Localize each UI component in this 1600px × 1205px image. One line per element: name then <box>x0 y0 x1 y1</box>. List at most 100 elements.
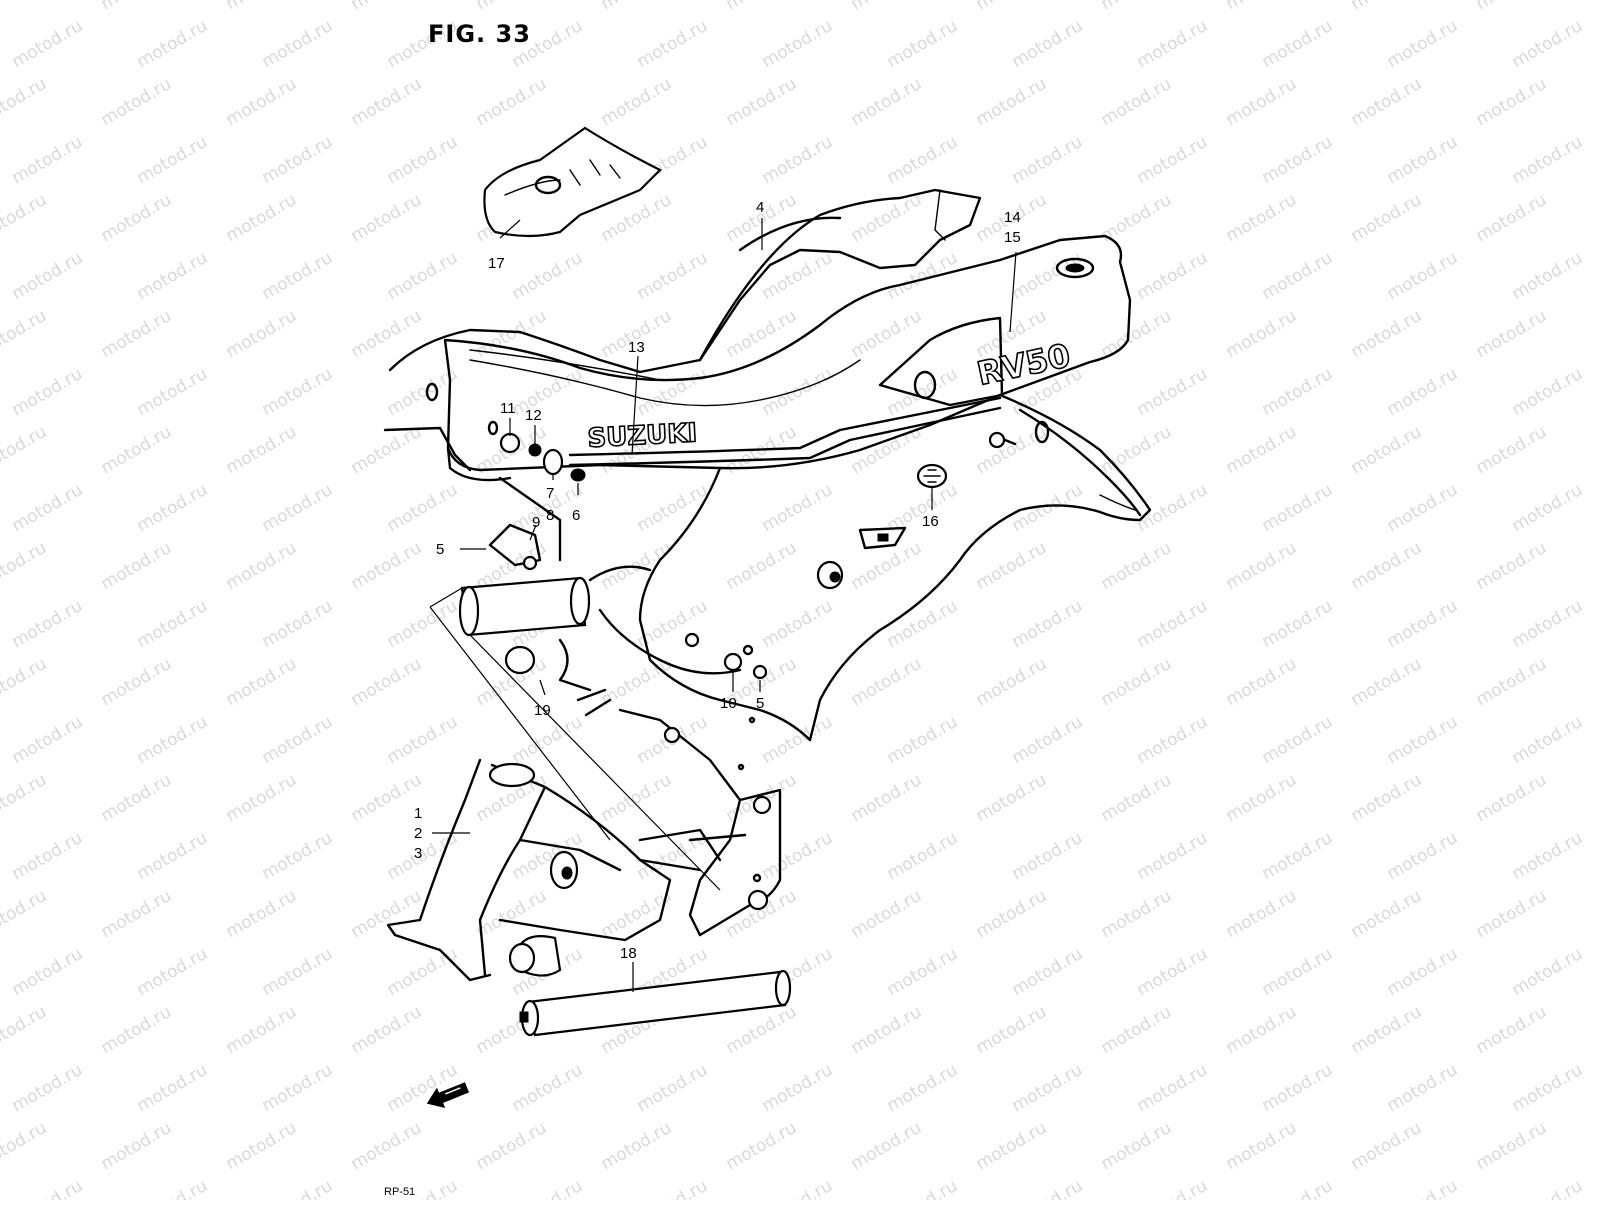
watermark-text: motod.ru <box>1384 828 1462 884</box>
watermark-text: motod.ru <box>1259 1060 1337 1116</box>
watermark-text: motod.ru <box>759 596 837 652</box>
watermark-text: motod.ru <box>1134 944 1212 1000</box>
watermark-text: motod.ru <box>1009 712 1087 768</box>
watermark-text: motod.ru <box>1509 16 1587 72</box>
watermark-text: motod.ru <box>884 1176 962 1200</box>
callout-18: 18 <box>620 945 637 962</box>
watermark-text: motod.ru <box>1009 132 1087 188</box>
watermark-text: motod.ru <box>1384 596 1462 652</box>
watermark-text: motod.ru <box>9 944 87 1000</box>
watermark-text: motod.ru <box>348 0 426 14</box>
watermark-text: motod.ru <box>759 480 837 536</box>
watermark-text: motod.ru <box>1509 944 1587 1000</box>
watermark-text: motod.ru <box>1384 364 1462 420</box>
watermark-text: motod.ru <box>259 1060 337 1116</box>
callout-11: 11 <box>500 400 516 417</box>
watermark-text: motod.ru <box>1098 74 1176 130</box>
watermark-text: motod.ru <box>1134 596 1212 652</box>
watermark-text: motod.ru <box>1384 1060 1462 1116</box>
watermark-text: motod.ru <box>1348 74 1426 130</box>
watermark-text: motod.ru <box>1259 1176 1337 1200</box>
watermark-text: motod.ru <box>1134 480 1212 536</box>
watermark-text: motod.ru <box>848 654 926 710</box>
watermark-text: motod.ru <box>723 306 801 362</box>
watermark-text: motod.ru <box>509 712 587 768</box>
watermark-text: motod.ru <box>848 0 926 14</box>
watermark-text: motod.ru <box>1134 1176 1212 1200</box>
watermark-text: motod.ru <box>223 422 301 478</box>
watermark-text: motod.ru <box>509 1060 587 1116</box>
watermark-text: motod.ru <box>1509 1176 1587 1200</box>
watermark-text: motod.ru <box>473 74 551 130</box>
watermark-text: motod.ru <box>134 1060 212 1116</box>
watermark-text: motod.ru <box>223 190 301 246</box>
watermark-text: motod.ru <box>98 538 176 594</box>
watermark-text: motod.ru <box>384 480 462 536</box>
watermark-text: motod.ru <box>384 596 462 652</box>
watermark-text: motod.ru <box>973 1118 1051 1174</box>
watermark-text: motod.ru <box>1348 1118 1426 1174</box>
watermark-text: motod.ru <box>1009 828 1087 884</box>
callout-19: 19 <box>534 702 551 719</box>
watermark-text: motod.ru <box>1098 306 1176 362</box>
watermark-text: motod.ru <box>1384 132 1462 188</box>
watermark-text: motod.ru <box>1384 712 1462 768</box>
watermark-text: motod.ru <box>1098 422 1176 478</box>
watermark-text: motod.ru <box>1473 538 1551 594</box>
watermark-text: motod.ru <box>98 306 176 362</box>
watermark-text: motod.ru <box>1473 1002 1551 1058</box>
watermark-text: motod.ru <box>1509 364 1587 420</box>
watermark-text: motod.ru <box>723 74 801 130</box>
watermark-text: motod.ru <box>259 944 337 1000</box>
tank-logo: SUZUKI <box>587 418 698 454</box>
watermark-text: motod.ru <box>884 132 962 188</box>
watermark-text: motod.ru <box>848 770 926 826</box>
watermark-text: motod.ru <box>0 538 50 594</box>
watermark-text: motod.ru <box>759 1176 837 1200</box>
watermark-text: motod.ru <box>1259 132 1337 188</box>
watermark-text: motod.ru <box>223 306 301 362</box>
watermark-text: motod.ru <box>1473 190 1551 246</box>
watermark-text: motod.ru <box>1223 0 1301 14</box>
watermark-text: motod.ru <box>973 422 1051 478</box>
watermark-text: motod.ru <box>634 16 712 72</box>
watermark-text: motod.ru <box>98 190 176 246</box>
watermark-text: motod.ru <box>1223 1002 1301 1058</box>
watermark-text: motod.ru <box>384 132 462 188</box>
watermark-text: motod.ru <box>9 712 87 768</box>
watermark-text: motod.ru <box>1348 654 1426 710</box>
watermark-text: motod.ru <box>348 74 426 130</box>
watermark-text: motod.ru <box>348 1002 426 1058</box>
watermark-text: motod.ru <box>348 306 426 362</box>
watermark-text: motod.ru <box>884 16 962 72</box>
watermark-text: motod.ru <box>134 596 212 652</box>
watermark-text: motod.ru <box>348 538 426 594</box>
watermark-text: motod.ru <box>1134 712 1212 768</box>
watermark-text: motod.ru <box>884 712 962 768</box>
watermark-text: motod.ru <box>348 886 426 942</box>
watermark-text: motod.ru <box>473 1118 551 1174</box>
watermark-text: motod.ru <box>884 1060 962 1116</box>
callout-16: 16 <box>922 513 939 530</box>
callout-1: 1 <box>414 805 422 822</box>
watermark-text: motod.ru <box>759 364 837 420</box>
watermark-text: motod.ru <box>348 654 426 710</box>
watermark-text: motod.ru <box>509 248 587 304</box>
watermark-text: motod.ru <box>1384 16 1462 72</box>
watermark-text: motod.ru <box>1259 596 1337 652</box>
watermark-text: motod.ru <box>0 74 50 130</box>
watermark-text: motod.ru <box>1098 0 1176 14</box>
watermark-text: motod.ru <box>509 1176 587 1200</box>
watermark-text: motod.ru <box>1223 1118 1301 1174</box>
watermark-text: motod.ru <box>1009 944 1087 1000</box>
watermark-text: motod.ru <box>0 422 50 478</box>
watermark-text: motod.ru <box>98 422 176 478</box>
watermark-text: motod.ru <box>848 74 926 130</box>
watermark-text: motod.ru <box>259 596 337 652</box>
watermark-text: motod.ru <box>384 1060 462 1116</box>
watermark-text: motod.ru <box>134 16 212 72</box>
watermark-text: motod.ru <box>598 770 676 826</box>
callout-8: 8 <box>546 507 554 524</box>
watermark-text: motod.ru <box>384 712 462 768</box>
